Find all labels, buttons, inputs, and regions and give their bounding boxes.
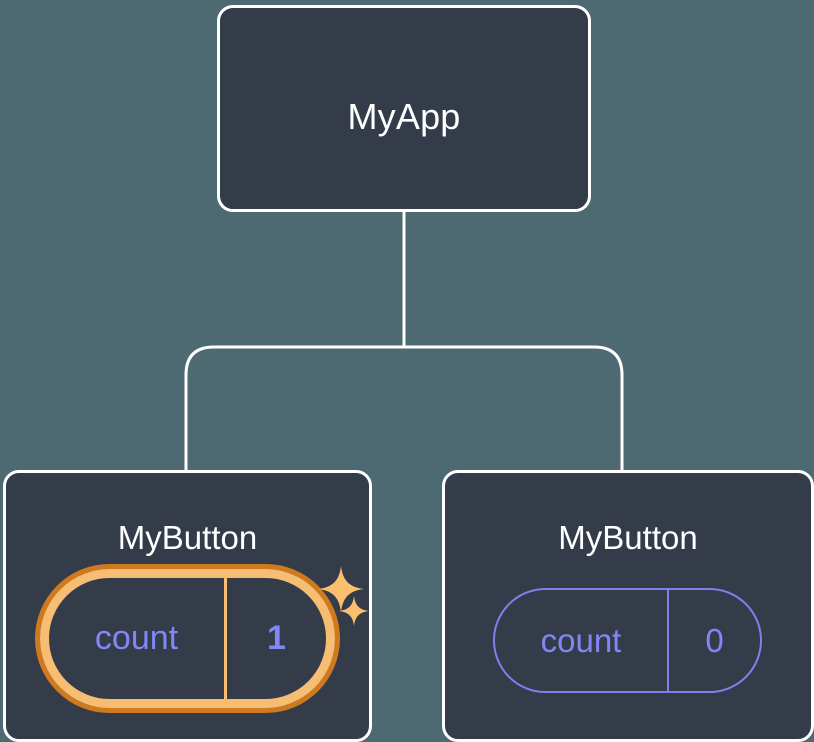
state-pill-key-1: count: [495, 590, 669, 691]
node-myapp[interactable]: MyApp: [217, 5, 591, 212]
sparkle-large-icon: [318, 566, 364, 612]
state-pill-value-1: 0: [705, 621, 724, 659]
sparkle-small-icon: [339, 596, 369, 626]
state-pill-count-1[interactable]: count 0: [493, 588, 762, 693]
state-pill-value-0: 1: [267, 619, 286, 657]
state-pill-count-0[interactable]: count 1: [40, 569, 335, 708]
node-mybutton-0-label: MyButton: [117, 519, 258, 556]
node-myapp-label: MyApp: [347, 96, 461, 137]
connector-branch-bus: [184, 345, 624, 470]
node-mybutton-1-label: MyButton: [558, 519, 698, 556]
state-pill-key-0: count: [49, 578, 227, 699]
